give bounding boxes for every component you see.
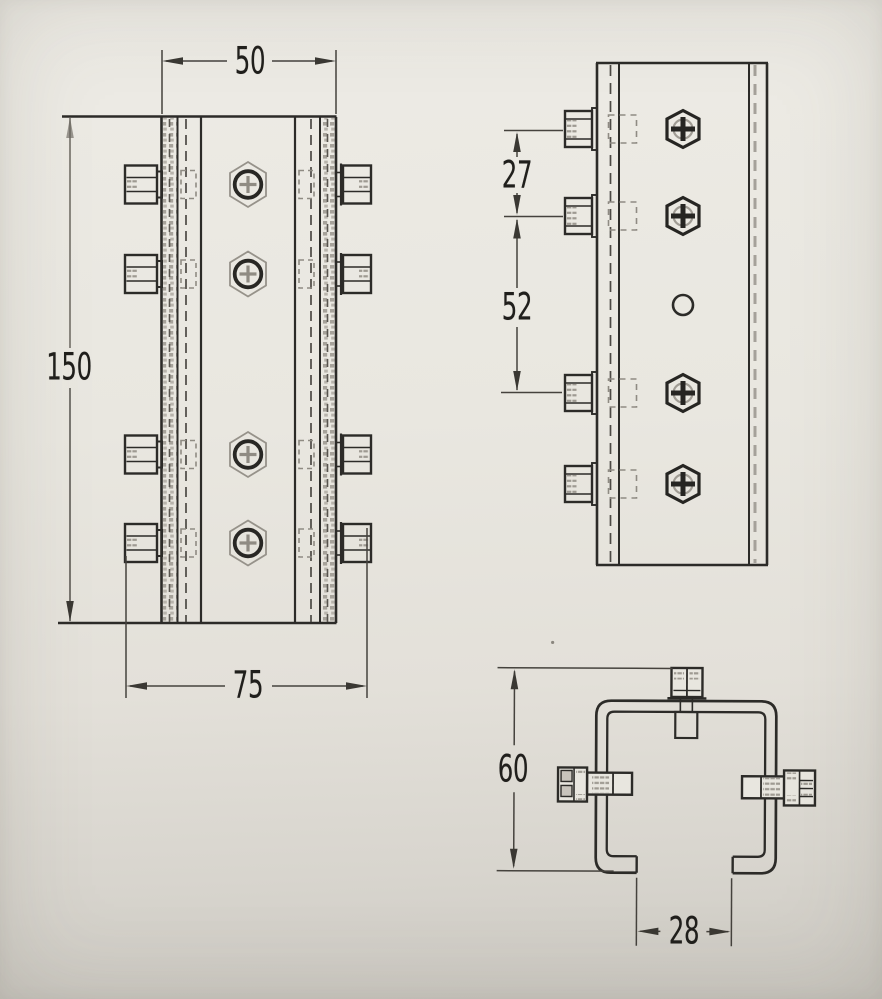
hidden-nut-outline [607,114,638,144]
front-body [58,115,338,625]
dim-label-section-opening: 28 [668,909,700,953]
dim-label-front-overall-width: 75 [232,663,264,707]
dimension-front-height [66,117,74,622]
hex-bolt-side [563,370,599,416]
hex-bolt-right [334,162,373,207]
hex-nut [228,160,268,209]
hex-nut [228,430,268,479]
hex-bolt-side [563,193,599,239]
hidden-nut-outline [180,169,197,200]
section-right-bolt [740,769,817,807]
dimension-side-pitch-upper [504,129,563,218]
hidden-nut-outline [180,439,197,470]
hex-nut [228,518,268,568]
dim-label-side-pitch-upper: 27 [501,153,533,197]
hex-bolt-left [123,253,164,295]
hidden-edge-lines [185,119,312,622]
dimension-side-pitch-mid [501,218,562,394]
dimension-front-overall-width [125,528,368,698]
knurl-band-left [163,118,177,622]
hidden-nut-outline [607,469,638,499]
phillips-screw [667,466,699,503]
phillips-screw [667,111,699,148]
section-view [496,640,817,947]
side-view [501,61,769,567]
hex-bolt-side [563,461,599,507]
hex-bolt-right [334,251,373,297]
hex-bolt-right [334,520,373,566]
hex-bolt-right [334,432,373,477]
hex-bolt-side [563,106,599,152]
dim-label-section-height: 60 [497,747,529,791]
phillips-screw [667,198,699,235]
inner-tab [674,710,699,740]
hidden-nut-outline [607,378,638,408]
hex-bolt-left [123,522,164,564]
front-view [58,50,373,698]
dim-label-side-pitch-mid: 52 [501,285,533,329]
scan-speck [551,640,555,645]
plain-hole [671,293,695,317]
hidden-nut-outline [180,528,197,558]
dimension-front-width [161,50,337,114]
dimension-section-height [496,666,673,872]
dimension-section-opening [635,877,733,947]
side-fasteners [563,106,699,507]
hex-nut [228,249,268,299]
section-left-bolt [556,766,634,803]
hex-bolt-left [123,434,164,475]
phillips-screw [667,375,699,412]
knurl-band-right [321,118,335,622]
hidden-nut-outline [180,259,197,289]
section-top-bolt [667,666,707,740]
dim-label-front-width: 50 [234,39,266,83]
hex-bolt-left [123,164,164,205]
dim-label-front-height: 150 [46,345,92,389]
hidden-nut-outline [607,201,638,231]
